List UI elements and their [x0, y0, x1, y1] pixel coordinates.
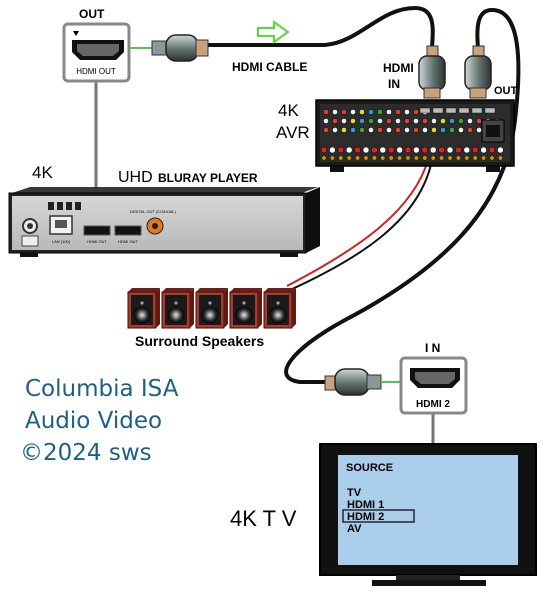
hdmi-cable-label: HDMI CABLE	[232, 60, 307, 74]
tv-menu-item[interactable]: TV	[347, 487, 362, 499]
player-hdmi-out-port: OUT HDMI OUT	[62, 7, 170, 83]
hdmi-plug-player	[151, 34, 209, 62]
player-rear-ports: LAN (100) HDMI OUT HDMI OUT DIGITAL OUT …	[21, 202, 177, 247]
hdmi-plug-avr-out	[464, 45, 492, 99]
speaker	[195, 288, 228, 329]
bluray-player: 4K UHD BLURAY PLAYER LAN (100) HDMI OUT …	[8, 163, 320, 257]
hdmi-plug-avr-in	[418, 45, 446, 99]
tv-menu-item[interactable]: HDMI 1	[347, 499, 384, 511]
credit-line-1: Columbia ISA	[25, 376, 179, 402]
hdmi-plug-tv	[324, 368, 402, 396]
direction-arrow-icon	[257, 20, 290, 44]
credit-block: Columbia ISA Audio Video ©2024 sws	[20, 376, 179, 466]
tv-name-label: 4K T V	[230, 506, 297, 531]
player-uhd-label: UHD	[118, 169, 153, 186]
tv-menu-title: SOURCE	[346, 462, 393, 474]
speaker	[161, 288, 194, 329]
player-hdmi-out-2-label: HDMI OUT	[118, 239, 138, 244]
speaker	[263, 288, 296, 329]
tv-menu-item[interactable]: AV	[347, 523, 362, 535]
player-hdmi-out-1-label: HDMI OUT	[87, 239, 107, 244]
player-digital-out-label: DIGITAL OUT (COAXIAL)	[130, 209, 176, 214]
player-name-label: BLURAY PLAYER	[158, 171, 258, 185]
avr-rear-jacks	[320, 107, 505, 161]
credit-line-3: ©2024 sws	[20, 440, 152, 466]
tv-port-label: HDMI 2	[416, 399, 450, 410]
hdmi-cable-avr-to-tv	[284, 7, 521, 384]
speaker	[229, 288, 262, 329]
avr-4k-label: 4K	[278, 101, 299, 120]
port-marker-icon	[73, 31, 79, 36]
player-lan-label: LAN (100)	[52, 239, 71, 244]
hdmi-cable-player-to-avr	[205, 5, 435, 49]
player-port-label: HDMI OUT	[76, 67, 116, 76]
avr-name-label: AVR	[276, 123, 310, 142]
avr-receiver: 4K AVR	[276, 99, 515, 172]
avr-hdmi-in-label-2: IN	[388, 77, 400, 91]
tv-in-label: I N	[425, 341, 440, 355]
surround-speakers	[127, 288, 296, 329]
cables	[94, 5, 521, 445]
avr-hdmi-in-label-1: HDMI	[383, 61, 414, 75]
player-4k-label: 4K	[32, 163, 53, 182]
tv-menu-item[interactable]: HDMI 2	[347, 511, 384, 523]
player-out-label: OUT	[79, 7, 105, 21]
avr-out-label: OUT	[494, 85, 518, 97]
tv-menu-selection-box	[342, 509, 415, 523]
hdmi-cable-label-group: HDMI CABLE	[232, 20, 307, 74]
speaker	[127, 288, 160, 329]
speaker-wire-black	[289, 159, 433, 291]
speakers-label: Surround Speakers	[135, 333, 264, 349]
credit-line-2: Audio Video	[25, 408, 162, 434]
speaker-wire-red	[286, 159, 429, 287]
tv-hdmi-in-port: I N HDMI 2	[399, 341, 468, 415]
